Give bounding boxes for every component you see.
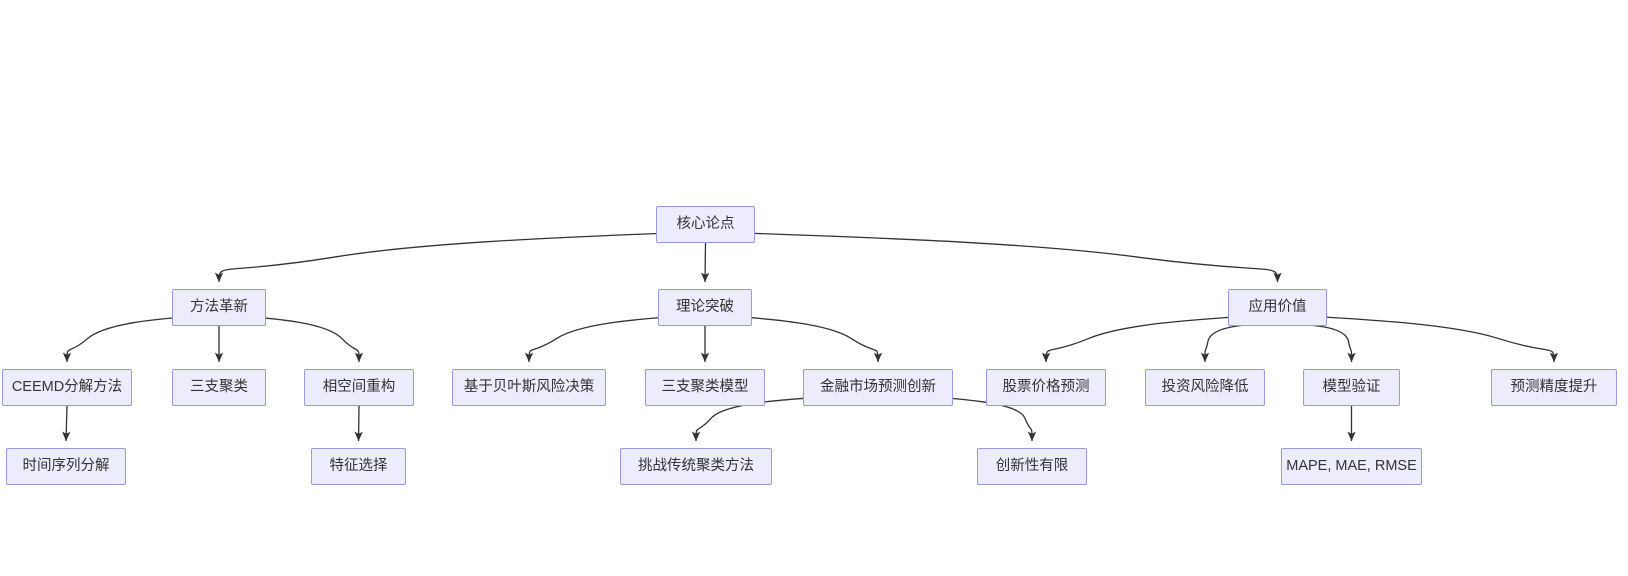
flowchart-node-label: 三支聚类 <box>190 379 248 396</box>
flowchart-node-l2a[interactable]: 方法革新 <box>172 289 266 326</box>
flowchart-node-label: 三支聚类模型 <box>661 379 749 396</box>
flowchart-node-label: 金融市场预测创新 <box>820 379 936 396</box>
flowchart-node-label: 核心论点 <box>676 216 735 233</box>
flowchart-edge-root-to-l2c <box>705 230 1282 283</box>
flowchart-node-label: 相空间重构 <box>322 379 396 396</box>
flowchart-node-label: 理论突破 <box>676 299 734 316</box>
flowchart-node-l3c[interactable]: 相空间重构 <box>304 369 414 406</box>
flowchart-node-label: 股票价格预测 <box>1002 379 1090 396</box>
flowchart-node-label: 创新性有限 <box>995 458 1069 475</box>
flowchart-node-l3i[interactable]: 模型验证 <box>1303 369 1400 406</box>
flowchart-node-label: MAPE, MAE, RMSE <box>1286 458 1417 475</box>
flowchart-node-l3h[interactable]: 投资风险降低 <box>1145 369 1265 406</box>
flowchart-node-l2b[interactable]: 理论突破 <box>658 289 752 326</box>
flowchart-node-l3j[interactable]: 预测精度提升 <box>1491 369 1617 406</box>
flowchart-node-root[interactable]: 核心论点 <box>656 206 755 243</box>
flowchart-node-label: 投资风险降低 <box>1161 379 1249 396</box>
flowchart-node-l4b[interactable]: 特征选择 <box>311 448 406 485</box>
flowchart-node-l3e[interactable]: 三支聚类模型 <box>645 369 765 406</box>
flowchart-edge-l2c-to-l3i <box>1277 323 1356 363</box>
flowchart-node-l3d[interactable]: 基于贝叶斯风险决策 <box>452 369 606 406</box>
flowchart-node-l3f[interactable]: 金融市场预测创新 <box>803 369 953 406</box>
flowchart-node-label: 应用价值 <box>1248 299 1307 316</box>
flowchart-node-l2c[interactable]: 应用价值 <box>1228 289 1327 326</box>
flowchart-node-l3b[interactable]: 三支聚类 <box>172 369 266 406</box>
flowchart-node-label: CEEMD分解方法 <box>11 379 123 396</box>
flowchart-node-label: 预测精度提升 <box>1510 379 1598 396</box>
flowchart-node-label: 模型验证 <box>1322 379 1381 396</box>
flowchart-edge-l3c-to-l4b <box>354 405 363 442</box>
edges-group <box>62 230 1559 442</box>
flowchart-edge-root-to-l2b <box>700 242 710 283</box>
flowchart-edge-root-to-l2a <box>214 230 706 283</box>
flowchart-node-label: 特征选择 <box>329 458 388 475</box>
flowchart-node-l4a[interactable]: 时间序列分解 <box>6 448 126 485</box>
flowchart-node-l3g[interactable]: 股票价格预测 <box>986 369 1106 406</box>
flowchart-edge-l2c-to-l3h <box>1200 323 1278 363</box>
flowchart-node-l3a[interactable]: CEEMD分解方法 <box>2 369 132 406</box>
flowchart-node-label: 时间序列分解 <box>22 458 110 475</box>
flowchart-node-l4c[interactable]: 挑战传统聚类方法 <box>620 448 772 485</box>
flowchart-node-label: 方法革新 <box>190 299 248 316</box>
flowchart-node-l4e[interactable]: MAPE, MAE, RMSE <box>1281 448 1422 485</box>
flowchart-node-label: 挑战传统聚类方法 <box>638 458 754 475</box>
flowchart-node-label: 基于贝叶斯风险决策 <box>463 379 595 396</box>
flowchart-edge-l3a-to-l4a <box>62 405 71 442</box>
flowchart-node-l4d[interactable]: 创新性有限 <box>977 448 1087 485</box>
